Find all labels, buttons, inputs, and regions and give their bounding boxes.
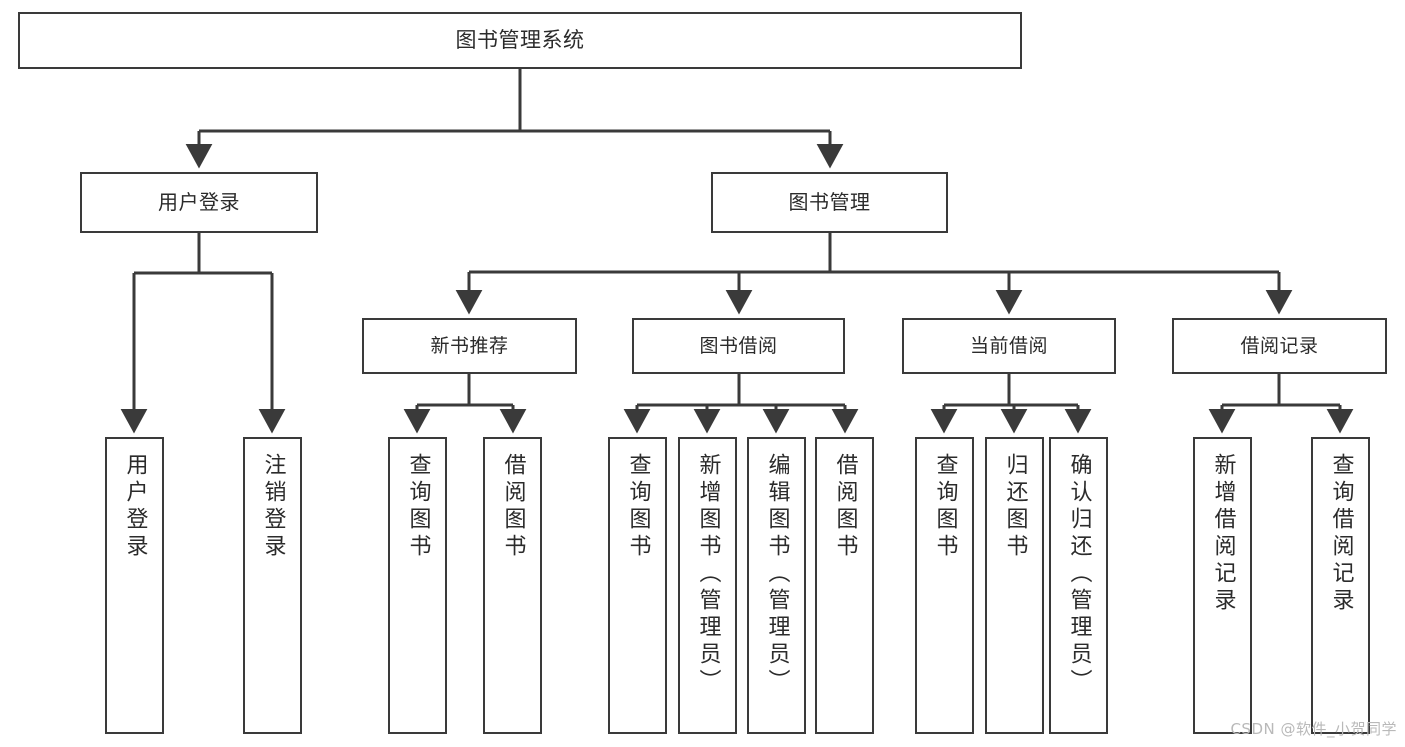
leaf-add-book-admin[interactable]: 新增图书（管理员） — [678, 437, 737, 734]
node-label: 查询图书 — [405, 453, 431, 561]
node-label: 查询图书 — [625, 453, 651, 561]
node-label: 新增图书（管理员） — [695, 453, 721, 696]
leaf-query-book-current[interactable]: 查询图书 — [915, 437, 974, 734]
leaf-user-login[interactable]: 用户登录 — [105, 437, 164, 734]
leaf-add-borrow-record[interactable]: 新增借阅记录 — [1193, 437, 1252, 734]
node-label: 新增借阅记录 — [1210, 453, 1236, 615]
node-label: 编辑图书（管理员） — [764, 453, 790, 696]
leaf-confirm-return-admin[interactable]: 确认归还（管理员） — [1049, 437, 1108, 734]
node-label: 新书推荐 — [430, 334, 509, 357]
node-label: 用户登录 — [158, 189, 240, 214]
node-label: 借阅图书 — [832, 453, 858, 561]
node-book-borrow[interactable]: 图书借阅 — [632, 318, 845, 374]
node-label: 图书借阅 — [699, 334, 778, 357]
node-label: 用户登录 — [122, 453, 148, 561]
leaf-return-book[interactable]: 归还图书 — [985, 437, 1044, 734]
node-label: 借阅记录 — [1240, 334, 1319, 357]
node-label: 借阅图书 — [500, 453, 526, 561]
leaf-logout[interactable]: 注销登录 — [243, 437, 302, 734]
node-book-manage[interactable]: 图书管理 — [711, 172, 948, 233]
leaf-query-borrow-record[interactable]: 查询借阅记录 — [1311, 437, 1370, 734]
node-current-borrow[interactable]: 当前借阅 — [902, 318, 1116, 374]
node-borrow-record[interactable]: 借阅记录 — [1172, 318, 1387, 374]
node-label: 归还图书 — [1002, 453, 1028, 561]
leaf-query-book-newbook[interactable]: 查询图书 — [388, 437, 447, 734]
leaf-query-book-borrow[interactable]: 查询图书 — [608, 437, 667, 734]
node-label: 注销登录 — [260, 453, 286, 561]
node-label: 图书管理系统 — [455, 28, 585, 53]
node-new-book-recommend[interactable]: 新书推荐 — [362, 318, 577, 374]
node-label: 图书管理 — [788, 189, 871, 214]
leaf-borrow-book-newbook[interactable]: 借阅图书 — [483, 437, 542, 734]
node-label: 查询借阅记录 — [1328, 453, 1354, 615]
node-label: 确认归还（管理员） — [1066, 453, 1092, 696]
watermark-text: CSDN @软件_小贺同学 — [1230, 720, 1397, 738]
node-user-login[interactable]: 用户登录 — [80, 172, 318, 233]
leaf-edit-book-admin[interactable]: 编辑图书（管理员） — [747, 437, 806, 734]
leaf-borrow-book[interactable]: 借阅图书 — [815, 437, 874, 734]
node-root-system[interactable]: 图书管理系统 — [18, 12, 1022, 69]
node-label: 当前借阅 — [969, 334, 1048, 357]
node-label: 查询图书 — [932, 453, 958, 561]
